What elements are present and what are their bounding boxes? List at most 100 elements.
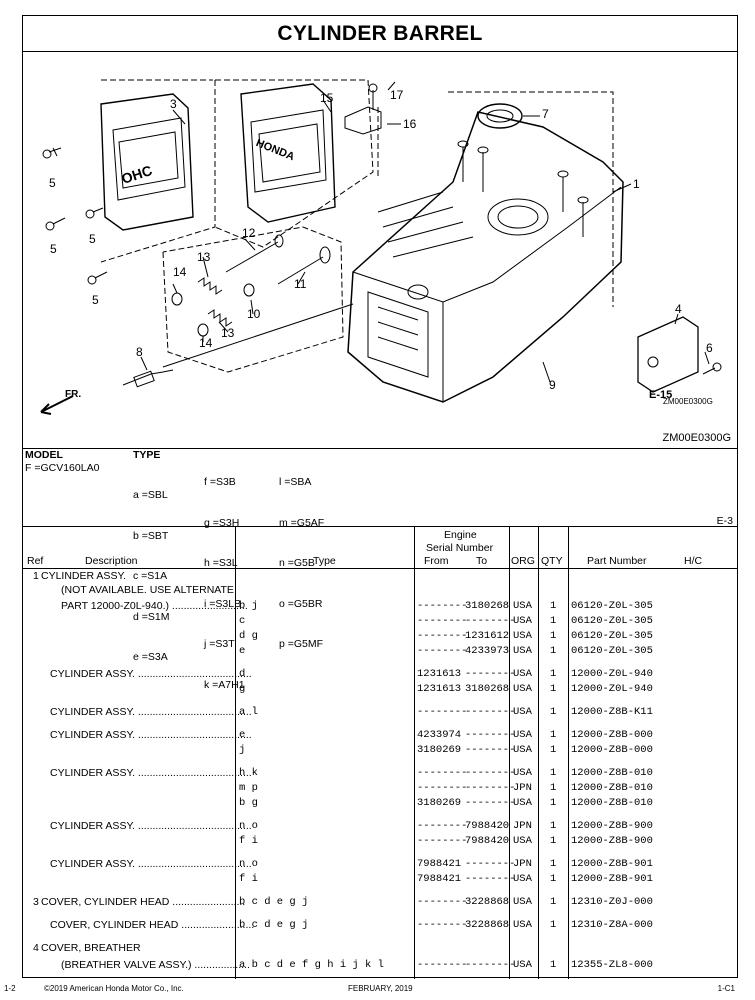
row-type: f i: [239, 873, 258, 885]
callout-10: 10: [247, 307, 261, 321]
row-part-number: 12000-Z8B-901: [571, 858, 653, 870]
row-serial-from: --------: [417, 600, 468, 612]
type-code: b =SBT: [133, 529, 169, 542]
header-serial-number: Serial Number: [426, 542, 494, 554]
callout-15: 15: [320, 91, 334, 105]
row-description: PART 12000-Z0L-940.) ...................…: [61, 600, 248, 612]
callout-5b: 5: [89, 232, 96, 246]
row-org: USA: [513, 706, 532, 718]
col-divider: [568, 527, 569, 979]
row-type: b c d e g j: [239, 896, 309, 908]
row-org: USA: [513, 744, 532, 756]
row-serial-from: --------: [417, 630, 468, 642]
callout-7: 7: [542, 107, 549, 121]
row-description: COVER, CYLINDER HEAD ...................…: [50, 919, 255, 931]
type-code: l =SBA: [279, 476, 312, 488]
header-to: To: [476, 555, 488, 567]
row-serial-to: 3228868: [465, 919, 510, 931]
row-description: CYLINDER ASSY.: [41, 570, 127, 582]
row-type: h k: [239, 767, 258, 779]
row-serial-from: 7988421: [417, 858, 462, 870]
table-row: (NOT AVAILABLE. USE ALTERNATE: [23, 583, 737, 598]
callout-9: 9: [549, 378, 556, 392]
cover-logo-honda: HONDA: [254, 137, 296, 163]
row-serial-to: --------: [465, 668, 516, 680]
row-description: CYLINDER ASSY. .........................…: [50, 767, 252, 779]
row-org: USA: [513, 959, 532, 971]
callout-11: 11: [294, 277, 307, 291]
row-serial-from: 1231613: [417, 683, 462, 695]
row-part-number: 12355-ZL8-000: [571, 959, 653, 971]
header-org: ORG: [511, 555, 535, 567]
row-description: (BREATHER VALVE ASSY.) .................…: [61, 959, 250, 971]
row-org: USA: [513, 896, 532, 908]
callout-12: 12: [242, 226, 256, 240]
row-type: m p: [239, 782, 258, 794]
callout-17: 17: [390, 88, 404, 102]
row-qty: 1: [550, 959, 557, 971]
row-serial-to: 4233973: [465, 645, 510, 657]
type-col-2: f =S3B g =S3H h =S3L i =S3LB j =S3T k =A…: [204, 449, 245, 719]
row-serial-from: --------: [417, 767, 468, 779]
row-qty: 1: [550, 835, 557, 847]
page-title: CYLINDER BARREL: [23, 16, 737, 52]
parts-diagram: 3 15 17 16 7 1 5 5 5 5 12 13 14 11 10 13…: [23, 52, 737, 449]
row-part-number: 06120-Z0L-305: [571, 630, 653, 642]
row-serial-from: 3180269: [417, 744, 462, 756]
row-description: CYLINDER ASSY. .........................…: [50, 706, 252, 718]
row-org: USA: [513, 615, 532, 627]
row-part-number: 12000-Z8B-K11: [571, 706, 653, 718]
row-type: e: [239, 645, 246, 657]
row-qty: 1: [550, 615, 557, 627]
row-ref: 3: [33, 896, 39, 908]
row-serial-to: 3180268: [465, 600, 510, 612]
row-ref: 1: [33, 570, 39, 582]
row-serial-from: --------: [417, 645, 468, 657]
type-label: TYPE: [133, 449, 161, 461]
row-serial-from: 4233974: [417, 729, 462, 741]
row-part-number: 12000-Z8B-010: [571, 782, 653, 794]
row-org: JPN: [513, 858, 532, 870]
table-row: PART 12000-Z0L-940.) ...................…: [23, 599, 737, 614]
row-qty: 1: [550, 896, 557, 908]
row-part-number: 12000-Z8B-010: [571, 797, 653, 809]
row-type: b g: [239, 797, 258, 809]
type-code: i =S3LB: [204, 597, 242, 610]
row-serial-from: 1231613: [417, 668, 462, 680]
callout-16: 16: [403, 117, 417, 131]
row-description: CYLINDER ASSY. .........................…: [50, 729, 252, 741]
row-qty: 1: [550, 668, 557, 680]
callout-4: 4: [675, 302, 682, 316]
row-type: c: [239, 615, 246, 627]
table-row: CYLINDER ASSY. .........................…: [23, 819, 737, 834]
row-description: COVER, BREATHER: [41, 942, 141, 954]
row-serial-to: --------: [465, 959, 516, 971]
row-serial-to: 3180268: [465, 683, 510, 695]
row-qty: 1: [550, 683, 557, 695]
row-description: CYLINDER ASSY. .........................…: [50, 668, 252, 680]
row-serial-to: 7988420: [465, 820, 510, 832]
table-row: CYLINDER ASSY. .........................…: [23, 667, 737, 682]
front-direction-label: FR.: [65, 389, 81, 400]
row-org: USA: [513, 797, 532, 809]
row-qty: 1: [550, 744, 557, 756]
row-serial-to: --------: [465, 706, 516, 718]
row-part-number: 06120-Z0L-305: [571, 645, 653, 657]
col-divider: [414, 527, 415, 979]
row-serial-from: --------: [417, 615, 468, 627]
row-part-number: 12000-Z8B-901: [571, 873, 653, 885]
type-code: c =S1A: [133, 570, 168, 582]
footer-page-right: 1-C1: [717, 984, 735, 993]
row-type: a b c d e f g h i j k l: [239, 959, 384, 971]
row-description: COVER, CYLINDER HEAD ...................…: [41, 896, 246, 908]
type-code: d =S1M: [133, 610, 170, 623]
type-code: a =SBL: [133, 489, 168, 501]
row-type: j: [239, 744, 246, 756]
row-part-number: 12310-Z8A-000: [571, 919, 653, 931]
row-type: a l: [239, 706, 258, 718]
